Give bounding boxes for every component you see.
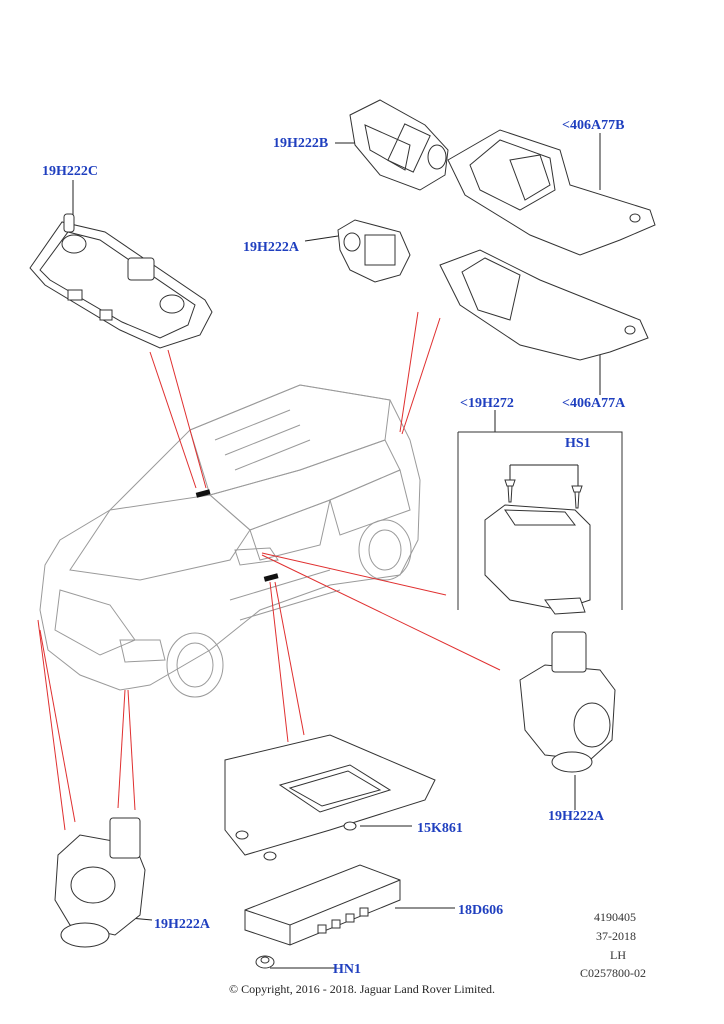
label-leaders: [72, 133, 601, 969]
leader-lines: [37, 311, 501, 831]
label-406A77A[interactable]: <406A77A: [562, 396, 626, 411]
vehicle-outline: [39, 384, 421, 698]
part-18D606-drawing: [244, 864, 401, 946]
label-19H222A-left[interactable]: 19H222A: [154, 917, 210, 932]
diagram-code: 4190405: [594, 910, 636, 924]
copyright: © Copyright, 2016 - 2018. Jaguar Land Ro…: [228, 982, 496, 996]
part-15K861-drawing: [224, 734, 436, 861]
label-19H272[interactable]: <19H272: [460, 396, 514, 411]
label-19H222C[interactable]: 19H222C: [42, 164, 98, 179]
part-HS1-screws: [504, 479, 583, 509]
part-19H222C-drawing: [29, 213, 213, 349]
part-19H272-box: [457, 431, 623, 610]
label-18D606[interactable]: 18D606: [458, 903, 504, 918]
label-406A77B[interactable]: <406A77B: [562, 118, 625, 133]
mirror-marker: [263, 573, 279, 582]
diagram-date: 37-2018: [596, 929, 636, 943]
part-19H222A-right-drawing: [519, 631, 616, 773]
label-HN1[interactable]: HN1: [333, 962, 361, 977]
diagram-ref: C0257800-02: [580, 966, 646, 980]
diagram-side: LH: [610, 948, 626, 962]
part-19H222A-top-drawing: [337, 219, 411, 283]
roof-marker: [195, 489, 211, 498]
part-406A77B-drawing: [447, 129, 656, 256]
label-HS1[interactable]: HS1: [565, 436, 591, 451]
part-HN1-drawing: [255, 955, 275, 969]
label-15K861[interactable]: 15K861: [417, 821, 463, 836]
label-19H222A-top[interactable]: 19H222A: [243, 240, 299, 255]
part-19H272-cover: [484, 504, 591, 615]
label-19H222A-right[interactable]: 19H222A: [548, 809, 604, 824]
label-19H222B[interactable]: 19H222B: [273, 136, 329, 151]
part-19H222A-left-drawing: [54, 817, 146, 948]
part-19H222B-drawing: [349, 99, 449, 191]
part-406A77A-drawing: [439, 249, 649, 361]
